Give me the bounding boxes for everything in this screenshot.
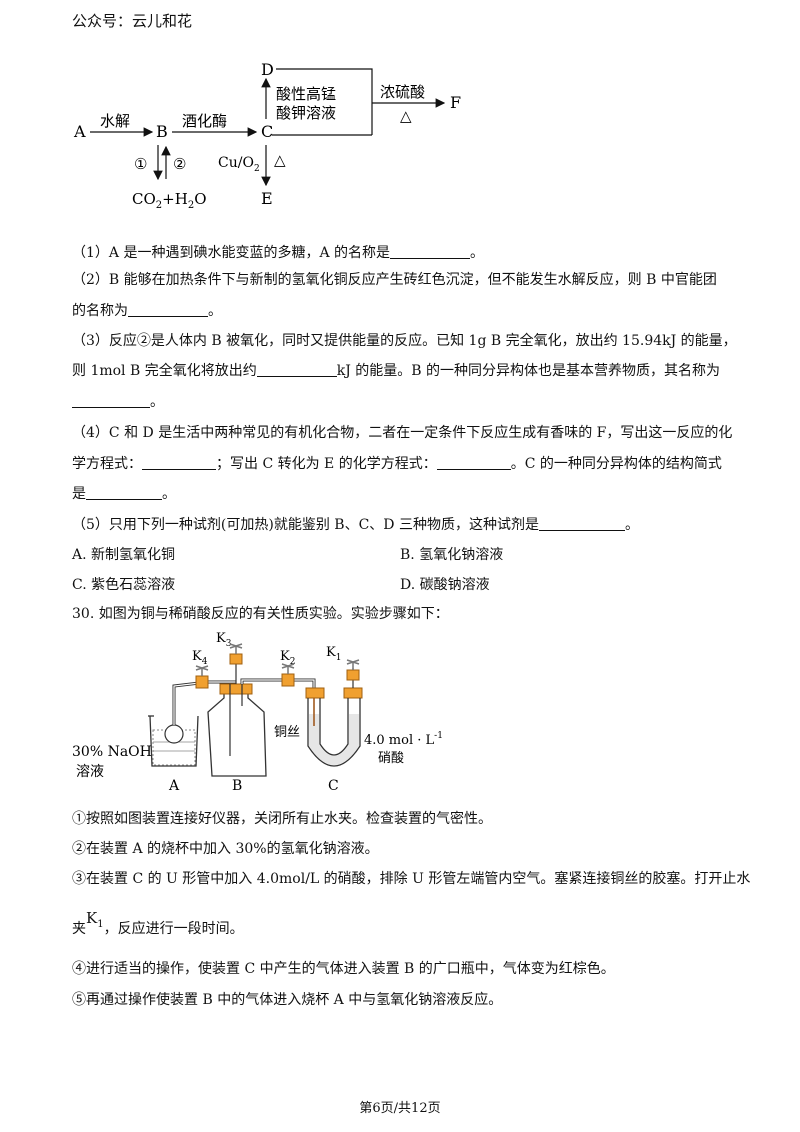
step-3-line1: ③在装置 C 的 U 形管中加入 4.0mol/L 的硝酸，排除 U 形管左端管… <box>72 871 751 887</box>
node-a: A <box>73 122 86 141</box>
apparatus-label-b: B <box>232 778 242 794</box>
label-zymase: 酒化酶 <box>182 112 227 130</box>
step-3-line2: 夹K1，反应进行一段时间。 <box>72 909 244 937</box>
node-f: F <box>450 93 461 112</box>
label-conc-h2so4: 浓硫酸 <box>380 83 425 101</box>
node-e: E <box>261 189 273 208</box>
answer-blank-q2[interactable] <box>128 302 208 317</box>
nitric-acid-label: 硝酸 <box>378 751 404 766</box>
k3-valve-icon <box>229 643 243 654</box>
concentration-label: 4.0 mol · L-1 <box>364 731 443 748</box>
step-4: ④进行适当的操作，使装置 C 中产生的气体进入装置 B 的广口瓶中，气体变为红棕… <box>72 961 615 977</box>
label-cu-o2: Cu/O2 <box>218 155 260 174</box>
node-d: D <box>261 60 274 79</box>
label-heat: △ <box>400 107 412 125</box>
answer-blank-q1[interactable] <box>390 244 471 259</box>
q4-line1: （4）C 和 D 是生活中两种常见的有机化合物，二者在一定条件下反应生成有香味的… <box>72 425 733 441</box>
label-kmno4-1: 酸性高锰 <box>276 85 336 103</box>
copper-wire-label: 铜丝 <box>274 725 300 740</box>
q4-line2: 学方程式：；写出 C 转化为 E 的化学方程式：。C 的一种同分异构体的结构简式 <box>72 455 722 472</box>
k2-valve-icon <box>281 663 295 674</box>
k1-valve-icon <box>346 659 360 670</box>
apparatus-label-c: C <box>328 778 339 794</box>
step-5: ⑤再通过操作使装置 B 中的气体进入烧杯 A 中与氢氧化钠溶液反应。 <box>72 992 503 1008</box>
answer-blank-q4b[interactable] <box>436 455 511 470</box>
node-c: C <box>261 122 273 141</box>
label-hydrolysis: 水解 <box>100 112 130 130</box>
answer-blank-q4a[interactable] <box>142 455 216 470</box>
q5-line: （5）只用下列一种试剂(可加热)就能鉴别 B、C、D 三种物质，这种试剂是。 <box>72 516 639 533</box>
step-1: ①按照如图装置连接好仪器，关闭所有止水夹。检查装置的气密性。 <box>72 811 492 827</box>
q5-option-b[interactable]: B. 氢氧化钠溶液 <box>400 547 504 563</box>
bottle-b <box>207 656 267 777</box>
k4-label: K4 <box>192 649 208 667</box>
q5-option-d[interactable]: D. 碳酸钠溶液 <box>400 577 490 593</box>
apparatus-diagram: K4 K3 K2 K1 3 <box>72 631 443 794</box>
answer-blank-q4c[interactable] <box>86 485 162 500</box>
label-circle-1: ① <box>134 155 147 173</box>
label-circle-2: ② <box>173 155 186 173</box>
step-2: ②在装置 A 的烧杯中加入 30%的氢氧化钠溶液。 <box>72 841 379 857</box>
answer-blank-q5[interactable] <box>538 516 625 531</box>
q3-line1: （3）反应②是人体内 B 被氧化，同时又提供能量的反应。已知 1g B 完全氧化… <box>72 333 737 349</box>
answer-blank-q3a[interactable] <box>256 362 337 377</box>
k2-label: K2 <box>280 649 295 667</box>
u-tube-c <box>305 668 363 767</box>
product-co2-h2o: CO2+H2O <box>132 190 207 211</box>
q4-line3: 是。 <box>72 485 176 502</box>
label-kmno4-2: 酸钾溶液 <box>276 104 336 122</box>
answer-blank-q3b[interactable] <box>72 393 150 408</box>
q5-option-a[interactable]: A. 新制氢氧化铜 <box>72 547 176 563</box>
apparatus-label-a: A <box>168 778 180 794</box>
k1-label: K1 <box>326 645 341 663</box>
q3-line3: 。 <box>72 392 164 412</box>
k3-label: K3 <box>216 631 232 649</box>
beaker-a <box>148 715 199 767</box>
label-heat-2: △ <box>274 151 286 169</box>
k4-valve-icon <box>195 665 209 676</box>
node-b: B <box>156 122 168 141</box>
naoh-label-1: 30% NaOH <box>72 744 152 760</box>
header-account: 公众号：云儿和花 <box>72 12 193 30</box>
reaction-scheme: A 水解 B 酒化酶 C ① ② CO2+H2O D 酸性高锰 酸钾溶液 浓硫酸… <box>73 60 461 211</box>
naoh-label-2: 溶液 <box>76 764 104 780</box>
q2-line2: 的名称为。 <box>72 302 222 319</box>
q5-option-c[interactable]: C. 紫色石蕊溶液 <box>72 577 176 593</box>
q30-intro: 30. 如图为铜与稀硝酸反应的有关性质实验。实验步骤如下： <box>72 606 449 622</box>
q1-line: （1）A 是一种遇到碘水能变蓝的多糖，A 的名称是。 <box>72 244 485 261</box>
page-number: 第6页/共12页 <box>359 1101 441 1116</box>
q2-line1: （2）B 能够在加热条件下与新制的氢氧化铜反应产生砖红色沉淀，但不能发生水解反应… <box>72 272 717 288</box>
